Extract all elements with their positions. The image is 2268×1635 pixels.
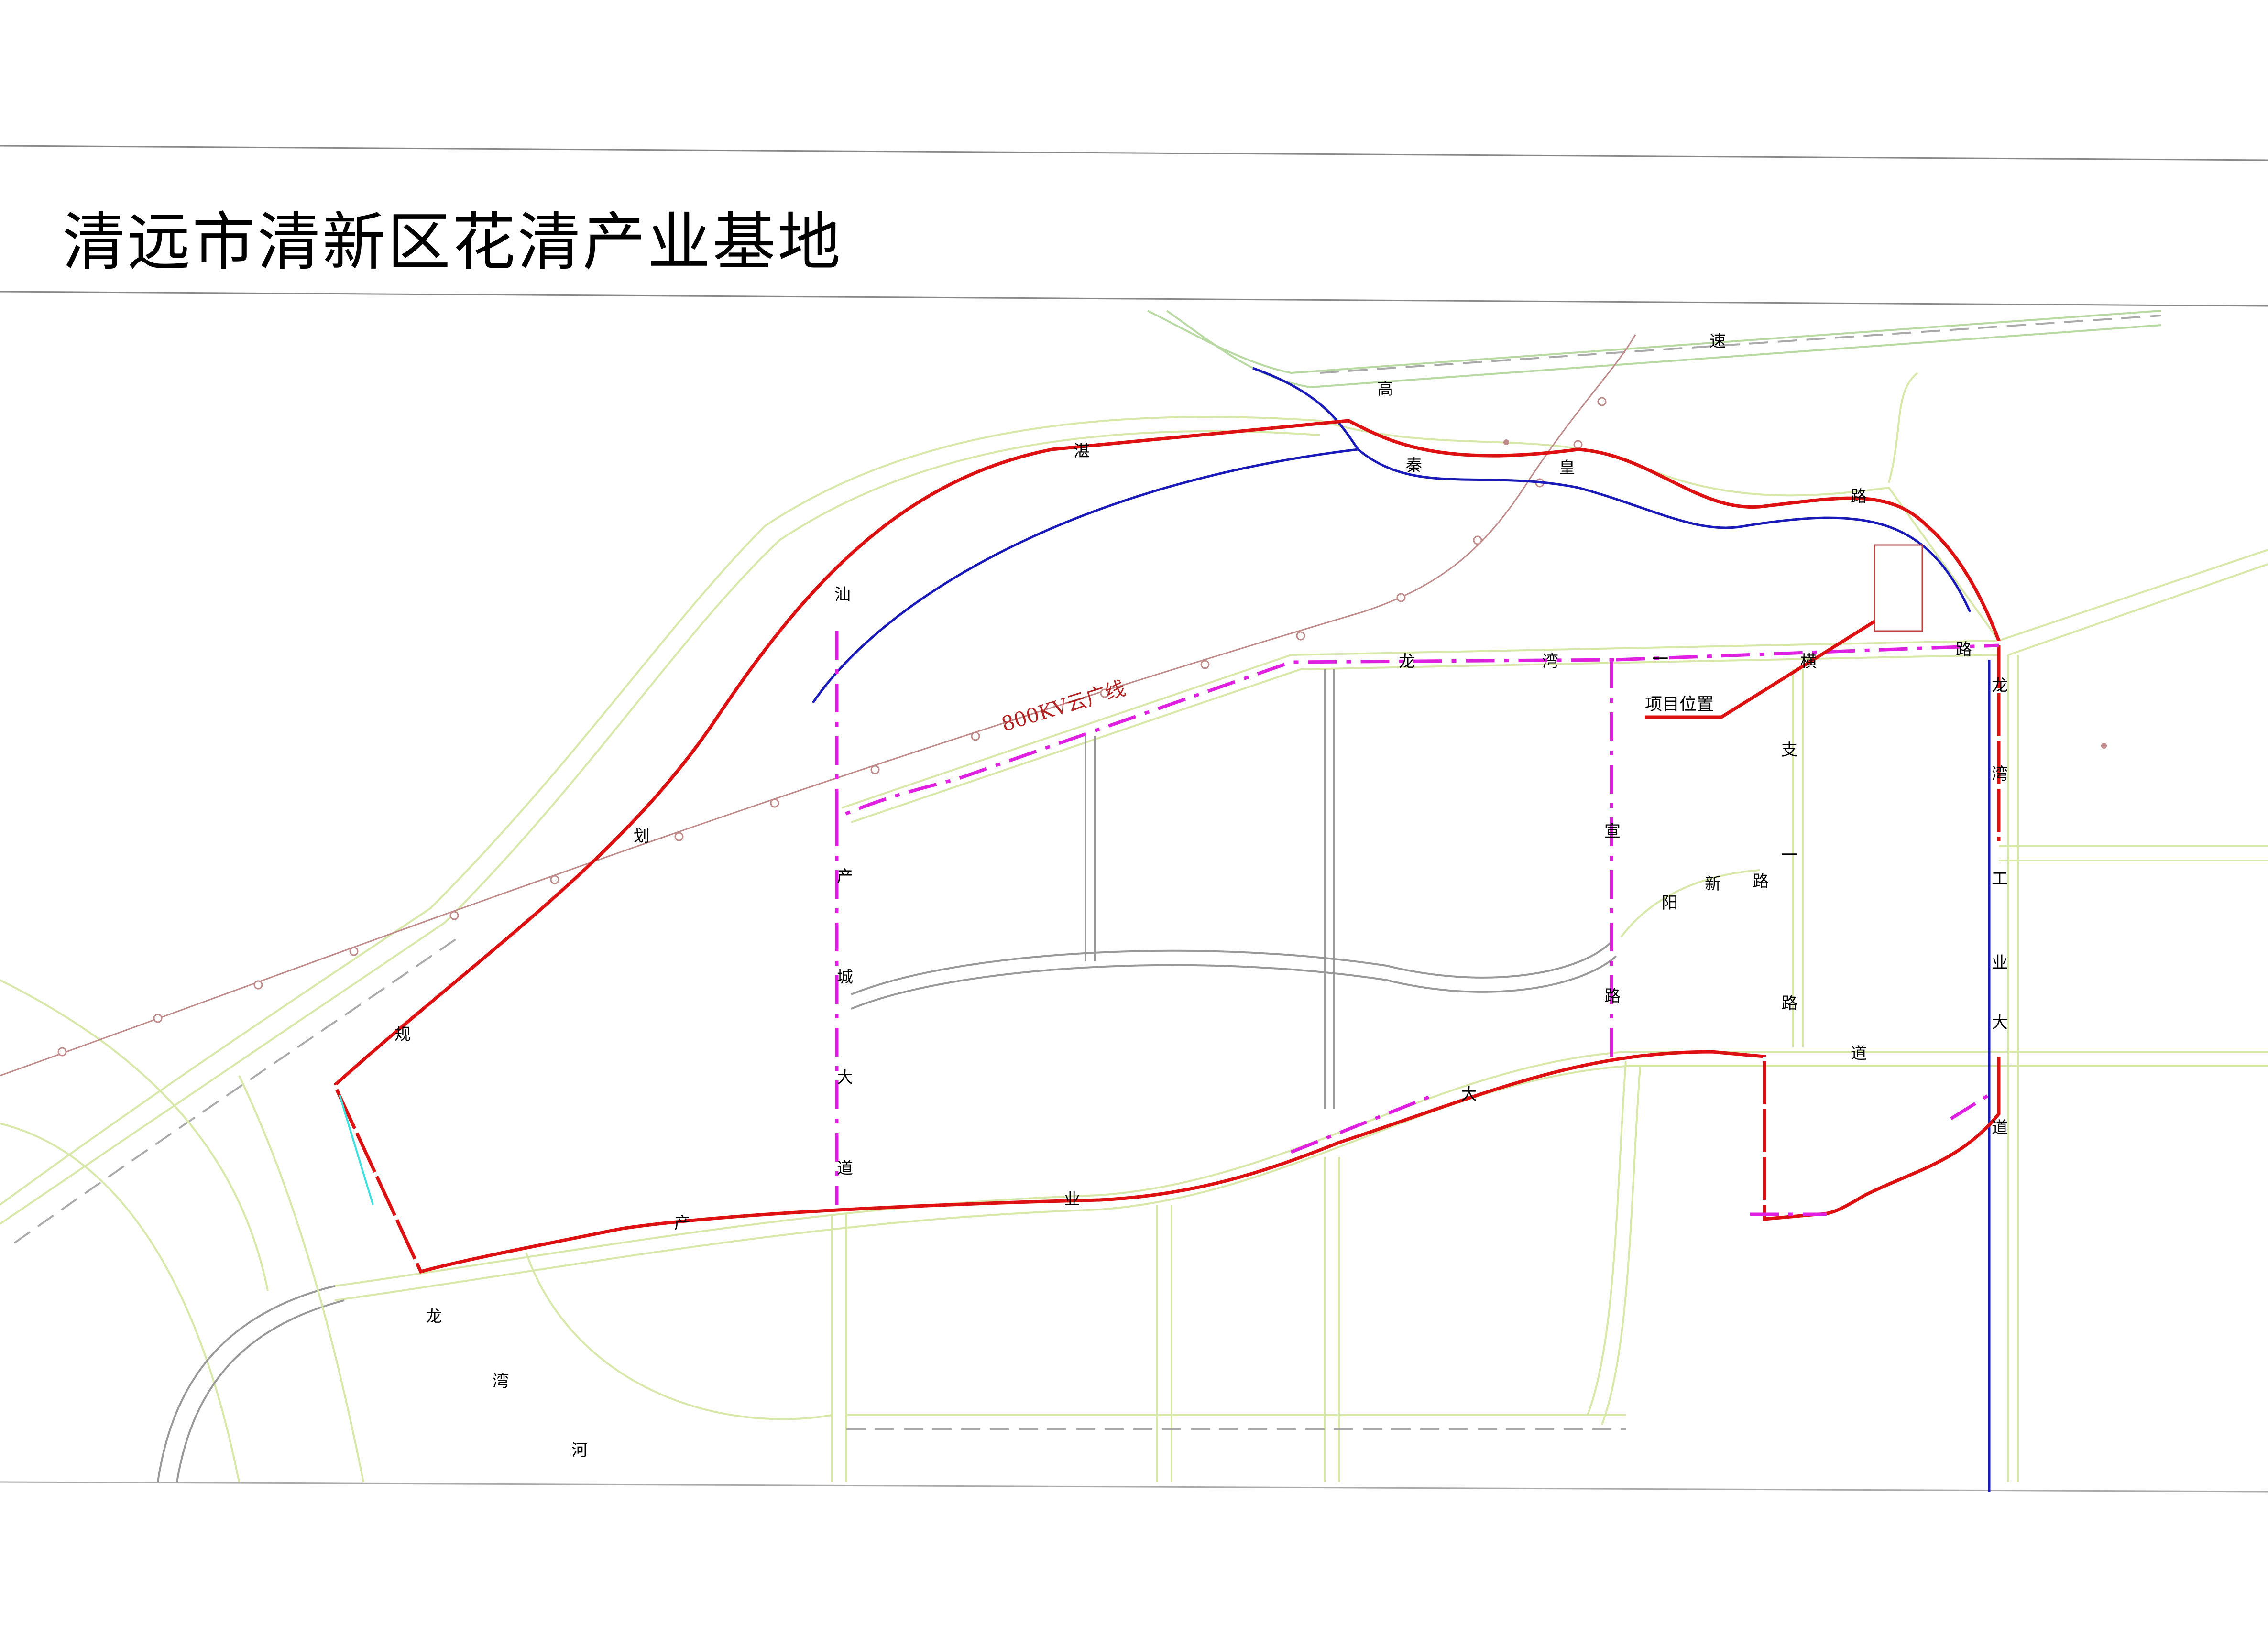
road-label: 湛 (1074, 442, 1090, 461)
road-label: 路 (1851, 487, 1867, 506)
road-label: 产 (674, 1214, 690, 1233)
road-label: 路 (1604, 987, 1621, 1006)
power-line-label: 800KV云广线 (999, 676, 1128, 736)
road-label: 湾 (1542, 652, 1558, 671)
road-label: 河 (571, 1441, 588, 1460)
road-label: 秦 (1406, 456, 1422, 475)
road-label: 道 (1851, 1044, 1867, 1063)
road-label: 龙 (1992, 676, 2008, 695)
road-label: 支 (1781, 741, 1797, 760)
road-label: 工 (1992, 870, 2008, 889)
road-label: 湾 (1992, 764, 2008, 784)
road-label: 横 (1800, 652, 1817, 671)
road-label: 一 (1652, 650, 1668, 669)
road-label: 业 (1992, 953, 2008, 972)
road-label: 皇 (1559, 458, 1575, 478)
road-label: 路 (1753, 872, 1769, 891)
road-label: 速 (1709, 332, 1726, 351)
road-label: 龙 (426, 1307, 442, 1326)
boundary-dashes (333, 641, 2001, 1273)
road-label: 大 (837, 1068, 853, 1087)
marker-dot (2101, 743, 2107, 749)
cyan-segment (339, 1094, 374, 1205)
red-boundary (333, 419, 2001, 1274)
road-label: 宣 (1604, 822, 1621, 841)
road-label: 路 (1781, 994, 1797, 1013)
road-label: 湾 (493, 1372, 509, 1391)
magenta-route (835, 631, 1999, 1216)
road-label: 一 (1781, 846, 1797, 865)
road-labels: 高 速 秦 皇 路 汕 湛 划 规 产 城 大 道 龙 湾 一 横 路 支 一 … (394, 332, 2008, 1460)
road-label: 汕 (834, 585, 851, 604)
road-label: 规 (394, 1025, 411, 1044)
road-label: 龙 (1399, 652, 1415, 671)
road-label: 城 (837, 968, 853, 987)
road-label: 新 (1705, 874, 1721, 894)
project-leader-line (1645, 620, 1875, 719)
road-label: 高 (1377, 380, 1393, 399)
road-label: 产 (837, 867, 853, 886)
road-label: 划 (634, 827, 650, 846)
marker-dot (1503, 439, 1509, 445)
road-label: 阳 (1662, 894, 1678, 913)
project-location-label: 项目位置 (1645, 695, 1714, 714)
road-label: 道 (1992, 1118, 2008, 1137)
map-title: 清远市清新区花清产业基地 (62, 206, 843, 279)
project-site (1874, 544, 1923, 632)
blue-route (811, 367, 1991, 1492)
road-network (0, 310, 2268, 1482)
road-label: 业 (1064, 1190, 1080, 1209)
road-label: 路 (1956, 640, 1972, 659)
road-label: 道 (837, 1159, 853, 1178)
title-frame (0, 145, 2268, 1493)
power-line-800kv (0, 334, 1636, 1077)
road-label: 大 (1461, 1085, 1477, 1104)
road-label: 大 (1992, 1013, 2008, 1032)
